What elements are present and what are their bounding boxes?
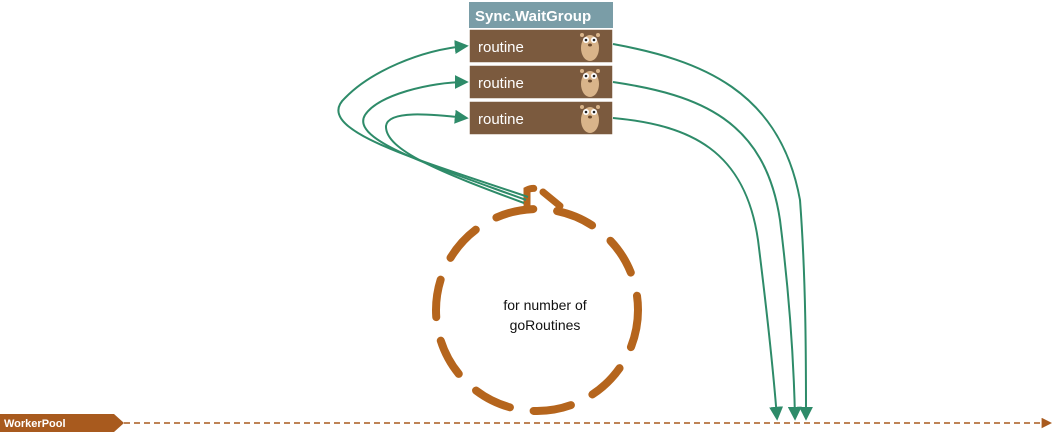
workerpool-label: WorkerPool (4, 418, 66, 430)
waitgroup-header (469, 2, 613, 28)
waitgroup-title: Sync.WaitGroup (475, 8, 591, 25)
routine-row-3: routine (468, 100, 614, 136)
gopher-icon (580, 69, 600, 97)
workerpool-timeline: WorkerPool (0, 414, 1053, 432)
spawn-arrow-1 (337, 40, 529, 198)
gopher-icon (580, 33, 600, 61)
loop-label-line1: for number of (503, 297, 586, 313)
routine-row-1: routine (468, 28, 614, 64)
workerpool-tag (0, 414, 124, 432)
done-arrow-3 (612, 117, 784, 421)
loop-circle: for number of goRoutines (432, 184, 642, 415)
loop-label-line2: goRoutines (510, 317, 581, 333)
routine-label: routine (478, 39, 524, 56)
spawn-arrow-3 (384, 109, 525, 204)
routine-label: routine (478, 111, 524, 128)
routine-label: routine (478, 75, 524, 92)
spawn-arrows (337, 40, 529, 204)
waitgroup-box: Sync.WaitGroup routine routine (468, 2, 614, 136)
done-arrow-2 (612, 81, 802, 421)
spawn-arrow-2 (362, 75, 527, 201)
done-arrows (612, 43, 813, 421)
done-arrow-1 (612, 43, 813, 421)
gopher-icon (580, 105, 600, 133)
routine-row-2: routine (468, 64, 614, 100)
